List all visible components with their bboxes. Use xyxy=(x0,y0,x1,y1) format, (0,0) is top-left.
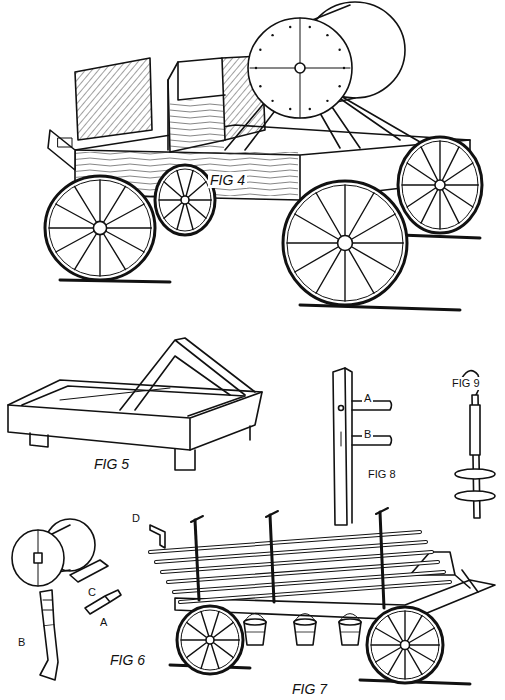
wheel xyxy=(283,181,407,305)
part-letter: D xyxy=(130,512,142,525)
figure-label: FIG 9 xyxy=(450,377,482,390)
wheel xyxy=(45,176,155,280)
wheel xyxy=(155,165,215,235)
part-letter: C xyxy=(86,586,98,599)
figure-label: FIG 7 xyxy=(290,681,329,697)
wheel xyxy=(177,606,243,674)
cart-frame xyxy=(8,338,262,470)
ladder-wagon xyxy=(150,508,495,684)
figure-label: FIG 5 xyxy=(92,456,131,472)
figure-label: FIG 4 xyxy=(208,172,247,188)
part-letter: A xyxy=(362,392,373,405)
part-letter: B xyxy=(362,428,373,441)
hose-reel-cart xyxy=(45,2,482,310)
figure-label: FIG 6 xyxy=(108,652,147,668)
figure-label: FIG 8 xyxy=(366,468,398,481)
post-with-pins xyxy=(333,368,392,525)
wheel xyxy=(367,607,443,683)
hook-rod xyxy=(455,371,495,518)
part-letter: A xyxy=(98,616,109,629)
reel-parts xyxy=(12,519,165,680)
wheel xyxy=(398,137,482,233)
part-letter: B xyxy=(16,636,27,649)
